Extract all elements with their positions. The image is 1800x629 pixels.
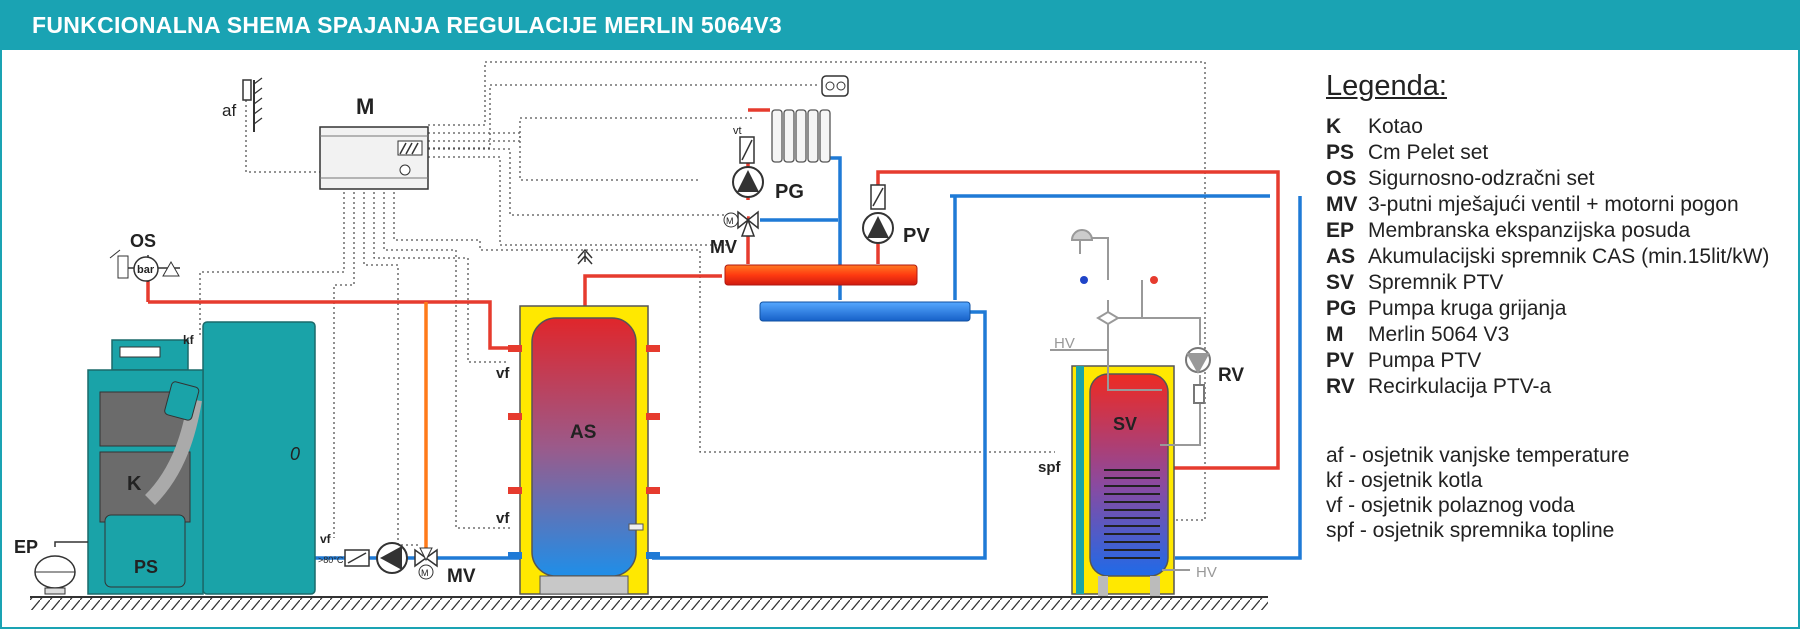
k-label: K [127,473,142,495]
check-valve-pg: vt [733,125,755,164]
legend-title: Legenda: [1326,70,1447,102]
boiler-return-loop: vf >80°C M MV [318,532,476,587]
ep-label: EP [14,537,38,557]
controller-merlin: M [319,94,429,190]
af-label: af [222,101,236,120]
m-label: M [356,94,374,119]
os-label: OS [130,231,156,251]
radiator [771,109,831,163]
rv-label: RV [1218,365,1244,386]
title-bar: FUNKCIONALNA SHEMA SPAJANJA REGULACIJE M… [2,2,1798,50]
sensor-legend-item: vf - osjetnik polaznog voda [1326,494,1575,517]
vf-mix-label: vf [320,532,332,546]
pv-label: PV [903,225,930,247]
ground [30,596,1268,610]
sensor-legend: af - osjetnik vanjske temperature kf - o… [1326,443,1629,543]
sensor-legend-item: kf - osjetnik kotla [1326,469,1483,492]
dhw-tank-sv: SV spf [1038,365,1175,596]
vt-label: vt [733,125,742,137]
bar-label: bar [137,264,155,276]
temp-label: >80°C [318,555,344,565]
kf-label: kf [183,333,195,347]
pump-pv: PV [862,184,930,247]
room-thermostat [821,75,849,97]
boiler-hopper-mark: 0 [290,444,300,464]
distribution-headers [724,264,971,322]
ps-label: PS [134,557,158,577]
diagram-title: FUNKCIONALNA SHEMA SPAJANJA REGULACIJE M… [32,12,783,38]
sensor-legend-item: af - osjetnik vanjske temperature [1326,444,1630,467]
vf-top-label: vf [496,365,510,382]
svg-text:M: M [421,568,429,578]
sv-label: SV [1113,414,1137,434]
expansion-vessel: EP [14,537,88,595]
boiler: 0 kf K PS [87,321,316,595]
outdoor-sensor: af [222,77,263,132]
mv-top-label: MV [710,237,737,257]
dhw-circuit [1050,229,1211,571]
hv-bottom-label: HV [1196,564,1217,581]
buffer-tank-as: AS vf vf [496,248,660,595]
safety-set: OS bar [109,231,180,282]
pump-pg: PG [732,166,804,203]
as-label: AS [570,422,596,443]
sensor-wiring [199,61,1206,546]
svg-text:M: M [726,216,734,226]
spf-label: spf [1038,459,1062,476]
vf-bottom-label: vf [496,510,510,527]
hv-top-label: HV [1054,335,1075,352]
sensor-legend-item: spf - osjetnik spremnika topline [1326,519,1615,542]
mixing-valve-top: M MV [710,210,759,257]
mv-bottom-label: MV [447,566,476,587]
pg-label: PG [775,181,804,203]
pipes [146,108,1302,560]
